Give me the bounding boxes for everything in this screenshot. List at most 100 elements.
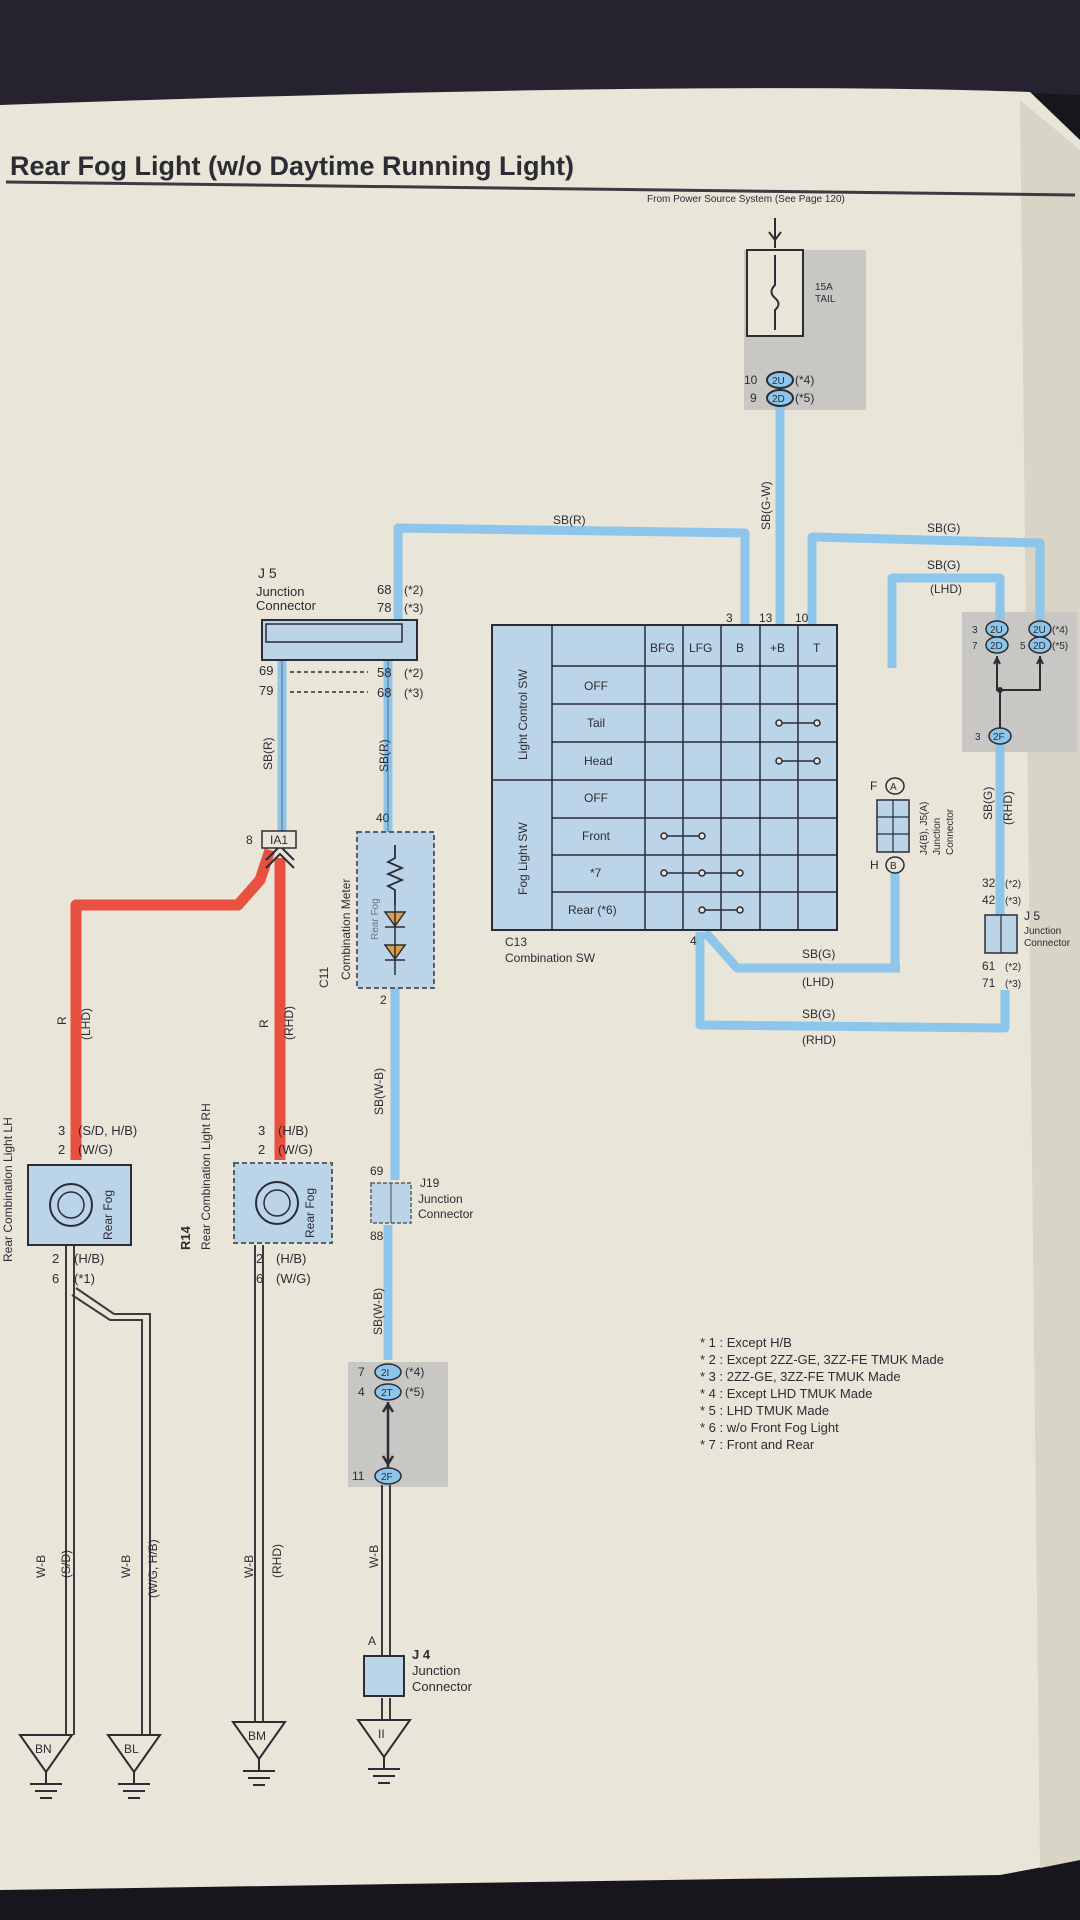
wire-label-rhd-right: (RHD) bbox=[1001, 791, 1015, 825]
right-side-code-2: 2D bbox=[1033, 641, 1046, 652]
switch-row-off-1: OFF bbox=[584, 679, 608, 693]
red-wires bbox=[70, 848, 286, 1160]
lh-pin-bottom-1: 2 bbox=[52, 1251, 59, 1266]
switch-col-bfg: BFG bbox=[650, 641, 675, 655]
j4b-j5a-label3: Connector bbox=[945, 808, 956, 855]
j4-box bbox=[363, 1655, 405, 1697]
combo-meter-lamp: Rear Fog bbox=[370, 898, 381, 940]
wire-label-r-lhd: R bbox=[55, 1016, 69, 1025]
note-7: * 7 : Front and Rear bbox=[700, 1437, 815, 1452]
mid-connector-zone bbox=[348, 1362, 448, 1487]
switch-name: Combination SW bbox=[505, 951, 596, 965]
j4-name2: Connector bbox=[412, 1679, 473, 1694]
wire-label-sbg-2: SB(G) bbox=[927, 558, 960, 572]
j5-right-lower-pin-2: 71 bbox=[982, 976, 996, 990]
top-connector-pin-2: 9 bbox=[750, 391, 757, 405]
combination-switch bbox=[491, 624, 838, 931]
connector-2u-top bbox=[766, 371, 794, 389]
mid-join-arrows bbox=[381, 1401, 395, 1468]
mid-bottom-pin: 11 bbox=[352, 1469, 365, 1483]
gw2-wire: W-B bbox=[119, 1555, 133, 1578]
right-upper-pin-1: 3 bbox=[972, 625, 978, 636]
wire-label-wb-final: W-B bbox=[367, 1545, 381, 1568]
switch-pin-10: 10 bbox=[795, 611, 809, 625]
wire-label-sbr-left: SB(R) bbox=[261, 737, 275, 770]
mid-bottom-code: 2F bbox=[381, 1472, 393, 1483]
j5-top-note-1: (*2) bbox=[404, 583, 423, 597]
switch-row-star7: *7 bbox=[590, 866, 602, 880]
c11-pin-bottom: 2 bbox=[380, 993, 387, 1007]
wire-label-r-rhd-note: (RHD) bbox=[282, 1006, 296, 1040]
rh-pin-bottom-2: 6 bbox=[256, 1271, 263, 1286]
gw2-note: (W/G, H/B) bbox=[146, 1539, 160, 1598]
resistor-icon bbox=[385, 845, 405, 905]
switch-col-b: B bbox=[736, 641, 744, 655]
mid-note-2: (*5) bbox=[405, 1385, 424, 1399]
connector-right-2d-b bbox=[1028, 636, 1052, 654]
lh-bulb-icon bbox=[49, 1183, 93, 1227]
c11-pin-top: 40 bbox=[376, 811, 390, 825]
right-upper-pin-2: 7 bbox=[972, 641, 978, 652]
lh-note-top-2: (W/G) bbox=[78, 1142, 113, 1157]
wire-label-sbg-right: SB(G) bbox=[981, 787, 995, 820]
wire-label-sbwb-1: SB(W-B) bbox=[372, 1068, 386, 1115]
j4-id: J 4 bbox=[412, 1647, 431, 1662]
lh-light-box bbox=[27, 1164, 132, 1246]
top-connector-note-2: (*5) bbox=[795, 391, 814, 405]
top-connector-code-2: 2D bbox=[772, 394, 785, 405]
lh-lamp-label: Rear Fog bbox=[101, 1190, 115, 1240]
j4-pin: A bbox=[368, 1634, 376, 1648]
j4-name1: Junction bbox=[412, 1663, 460, 1678]
right-join-dot bbox=[997, 687, 1003, 693]
switch-col-plus-b: +B bbox=[770, 641, 785, 655]
j5-top-lower-note-1: (*2) bbox=[404, 666, 423, 680]
j5-top-lower-note-2: (*3) bbox=[404, 686, 423, 700]
mid-code-2: 2T bbox=[381, 1388, 393, 1399]
rh-bulb-icon bbox=[255, 1181, 299, 1225]
rh-id: R14 bbox=[178, 1225, 193, 1250]
wire-label-sbwb-2: SB(W-B) bbox=[371, 1288, 385, 1335]
j19-name2: Connector bbox=[418, 1207, 473, 1221]
gw1-wire: W-B bbox=[34, 1555, 48, 1578]
right-upper-code-1: 2U bbox=[990, 625, 1003, 636]
j5-right-name2: Connector bbox=[1024, 938, 1071, 949]
rh-pin-bottom-1: 2 bbox=[256, 1251, 263, 1266]
ground-symbols bbox=[18, 1719, 412, 1774]
wire-label-r-lhd-note: (LHD) bbox=[79, 1008, 93, 1040]
lh-note-top-1: (S/D, H/B) bbox=[78, 1123, 137, 1138]
connector-2d-top bbox=[766, 389, 794, 407]
switch-col-lfg: LFG bbox=[689, 641, 712, 655]
ia1-code: IA1 bbox=[270, 833, 288, 847]
ia1-box bbox=[261, 830, 297, 849]
j5-top-pin-2: 78 bbox=[377, 600, 391, 615]
lh-note-bottom-1: (H/B) bbox=[74, 1251, 104, 1266]
rh-note-bottom-2: (W/G) bbox=[276, 1271, 311, 1286]
connector-2f-mid bbox=[374, 1467, 402, 1485]
note-2: * 2 : Except 2ZZ-GE, 3ZZ-FE TMUK Made bbox=[700, 1352, 944, 1367]
switch-row-off-2: OFF bbox=[584, 791, 608, 805]
right-side-note-1: (*4) bbox=[1052, 625, 1068, 636]
note-1: * 1 : Except H/B bbox=[700, 1335, 792, 1350]
ground-bl: BL bbox=[124, 1742, 139, 1756]
j5-right-lower-pin-1: 61 bbox=[982, 959, 996, 973]
rh-pin-top-2: 2 bbox=[258, 1142, 265, 1157]
fuse-icon bbox=[770, 255, 780, 330]
connector-b bbox=[885, 856, 905, 874]
j5-right-pin-2: 42 bbox=[982, 893, 996, 907]
connector-2t bbox=[374, 1383, 402, 1401]
j19-pin-bottom: 88 bbox=[370, 1229, 384, 1243]
j5-top-box-inner bbox=[265, 623, 403, 643]
ia1-pin: 8 bbox=[246, 833, 253, 847]
rh-name: Rear Combination Light RH bbox=[199, 1103, 213, 1250]
gw3-note: (RHD) bbox=[270, 1544, 284, 1578]
j4b-j5a-label1: J4(B), J5(A) bbox=[919, 802, 930, 855]
j5-right-lower-note-1: (*2) bbox=[1005, 962, 1021, 973]
ground-bm: BM bbox=[248, 1729, 266, 1743]
j5-top-left-pin-2: 79 bbox=[259, 683, 273, 698]
connector-right-2f bbox=[988, 727, 1012, 745]
switch-row-rear: Rear (*6) bbox=[568, 903, 617, 917]
wire-label-sbg-1: SB(G) bbox=[927, 521, 960, 535]
combo-meter-name: Combination Meter bbox=[339, 879, 353, 980]
right-side-pin-2: 5 bbox=[1020, 641, 1026, 652]
note-5: * 5 : LHD TMUK Made bbox=[700, 1403, 829, 1418]
